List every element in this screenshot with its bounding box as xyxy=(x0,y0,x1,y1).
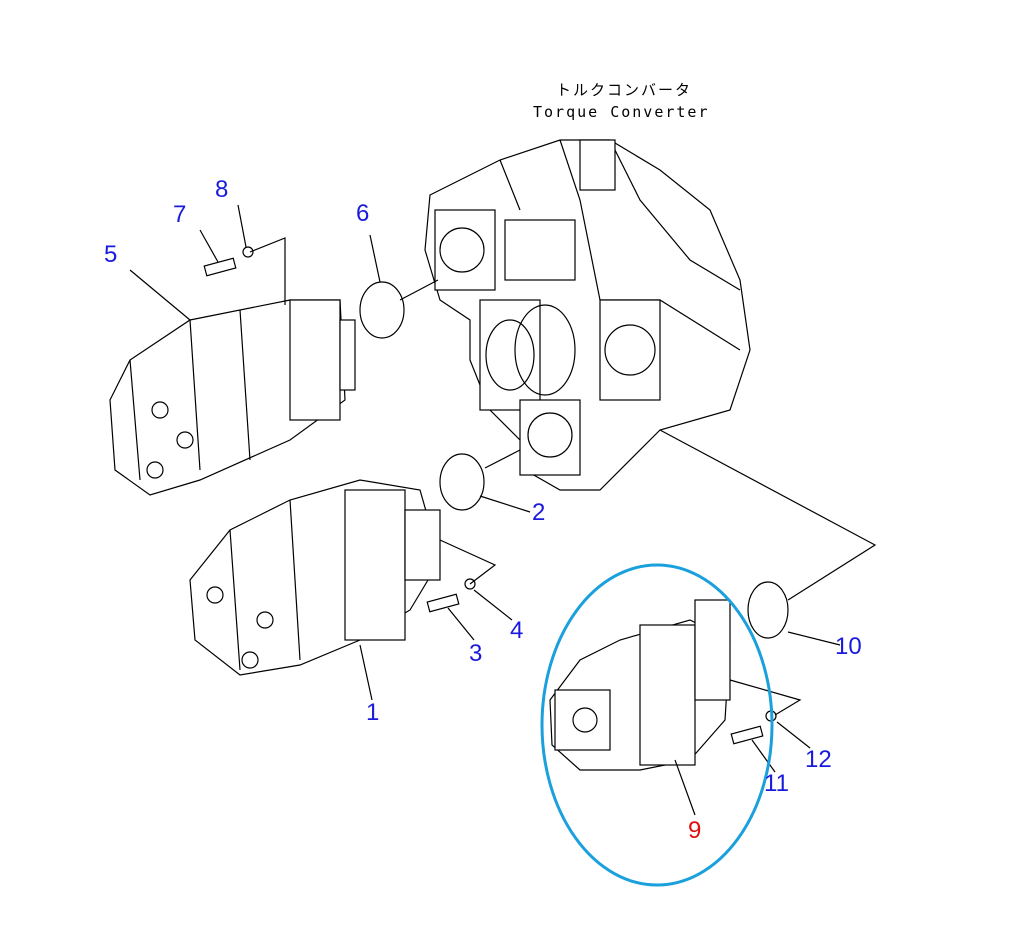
pump-part-1[interactable] xyxy=(189,479,441,676)
callout-10[interactable]: 10 xyxy=(835,633,862,660)
title-japanese: トルクコンバータ xyxy=(556,81,692,99)
callout-6[interactable]: 6 xyxy=(356,200,369,227)
callout-4[interactable]: 4 xyxy=(510,617,523,644)
callout-3[interactable]: 3 xyxy=(469,640,482,667)
callout-9[interactable]: 9 xyxy=(688,817,701,844)
callout-7[interactable]: 7 xyxy=(173,201,186,228)
callout-8[interactable]: 8 xyxy=(215,176,228,203)
callout-1[interactable]: 1 xyxy=(366,699,379,726)
torque-converter-housing[interactable] xyxy=(424,139,751,491)
pump-part-5[interactable] xyxy=(109,299,356,496)
callout-12[interactable]: 12 xyxy=(805,746,832,773)
bolt-part-3[interactable] xyxy=(426,593,460,613)
leader-lines xyxy=(129,204,877,816)
bolt-part-7[interactable] xyxy=(203,257,237,277)
callout-2[interactable]: 2 xyxy=(532,499,545,526)
gasket-part-2[interactable] xyxy=(439,453,485,511)
washer-part-8[interactable] xyxy=(242,246,254,258)
pump-part-9[interactable] xyxy=(549,599,731,771)
gasket-part-6[interactable] xyxy=(359,281,405,339)
highlight-ring xyxy=(540,563,774,887)
callout-5[interactable]: 5 xyxy=(104,241,117,268)
bolt-part-11[interactable] xyxy=(730,725,764,745)
title-english: Torque Converter xyxy=(533,103,710,121)
washer-part-4[interactable] xyxy=(464,578,476,590)
gasket-part-10[interactable] xyxy=(747,581,789,639)
callout-11[interactable]: 11 xyxy=(764,770,789,797)
